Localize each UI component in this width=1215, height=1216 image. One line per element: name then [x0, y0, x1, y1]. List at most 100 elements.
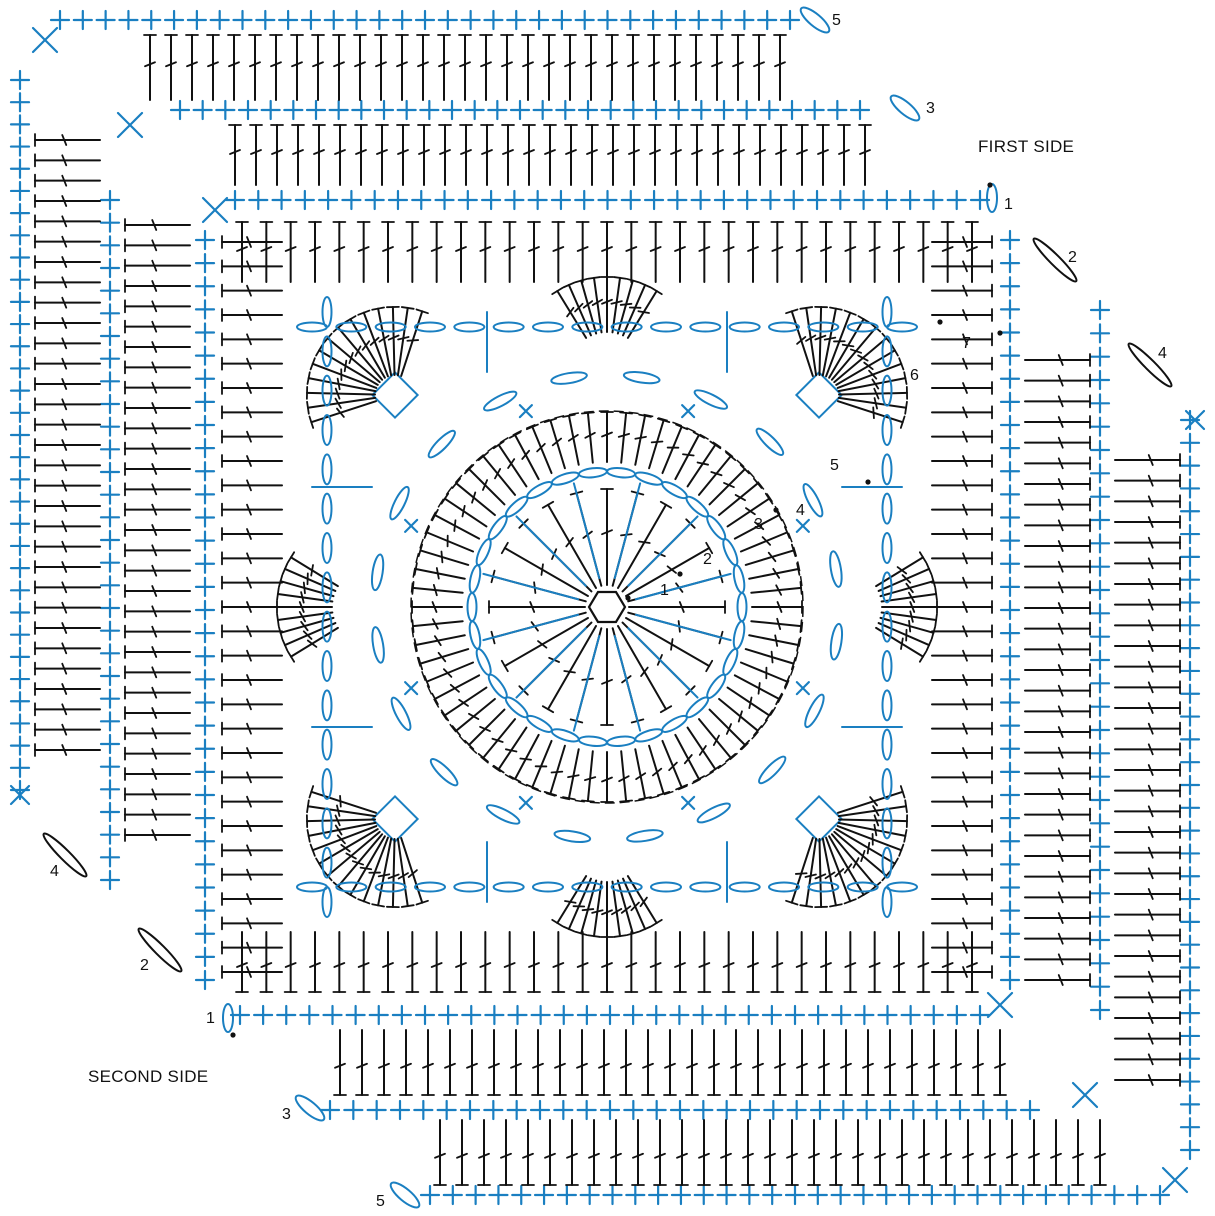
- side-fan-stitch: [638, 281, 652, 289]
- round-4-stitch: [435, 567, 440, 580]
- round-3-spoke: [572, 634, 601, 732]
- corner-fan-stitch: [415, 308, 429, 315]
- round-3-chain: [661, 481, 688, 500]
- outer-border-stitch: [418, 149, 430, 155]
- round-4-stitch: [471, 491, 477, 504]
- edge-chain: [389, 1181, 421, 1209]
- border-stitch: [479, 246, 492, 252]
- round-2-stitch: [529, 601, 536, 613]
- corner-fan-stitch: [396, 306, 409, 377]
- round-4-stitch: [443, 497, 488, 528]
- border-stitch: [893, 246, 905, 252]
- outer-border-stitch: [1057, 457, 1064, 470]
- round-4-stitch: [770, 650, 774, 664]
- corner-fan-stitch: [378, 334, 390, 343]
- border-stitch: [795, 246, 808, 252]
- round-3-chain: [468, 564, 482, 594]
- round-4-stitch: [733, 674, 780, 700]
- round-3-chain: [606, 467, 637, 479]
- border-stitch: [528, 246, 540, 252]
- side-fan-stitch: [620, 905, 632, 914]
- side-fan-stitch: [310, 564, 314, 577]
- round-4-stitch: [757, 682, 761, 695]
- side-fan-stitch: [300, 620, 309, 632]
- outer-border-stitch: [249, 61, 261, 68]
- round-4-stitch: [584, 431, 596, 439]
- corner-fan-stitch: [334, 397, 342, 409]
- corner-fan-stitch: [326, 337, 381, 384]
- round-4-stitch: [567, 433, 579, 442]
- round-7-chain: [321, 768, 333, 800]
- round-3-spoke: [634, 572, 732, 601]
- round-4-stitch: [549, 744, 566, 795]
- corner-fan-stitch: [362, 311, 389, 378]
- corner-fan-stitch: [307, 821, 377, 837]
- outer-border-stitch: [962, 1152, 974, 1159]
- border-stitch: [601, 962, 613, 968]
- border-stitch: [357, 962, 370, 968]
- outer-border-stitch: [271, 149, 283, 155]
- round-3-spoke: [634, 613, 732, 642]
- round-2-stitch: [640, 666, 649, 677]
- round-3-spoke: [627, 627, 699, 699]
- border-stitch: [309, 962, 321, 968]
- round-4-stitch: [748, 567, 800, 580]
- round-2-stitch: [503, 547, 589, 597]
- corner-fan-stitch: [790, 837, 814, 904]
- round-5-sc: [795, 518, 810, 533]
- round-2-stitch: [670, 638, 674, 651]
- border-stitch: [844, 962, 857, 968]
- round-4-stitch: [531, 425, 553, 475]
- corner-fan-stitch: [340, 843, 351, 853]
- corner-fan-stitch: [326, 830, 381, 877]
- corner-fan-stitch: [322, 870, 333, 882]
- border-stitch: [479, 962, 492, 968]
- round-4-stitch: [411, 581, 415, 595]
- round-4-stitch: [531, 739, 553, 789]
- corner-fan-stitch: [804, 873, 817, 878]
- round-4-stitch: [543, 790, 558, 797]
- round-5-sc: [518, 795, 533, 810]
- side-fan-stitch: [622, 877, 647, 931]
- round-4-stitch: [734, 494, 746, 502]
- round-4-stitch: [774, 634, 779, 647]
- border-stitch: [333, 246, 346, 252]
- outer-border-stitch: [632, 1152, 644, 1159]
- border-stitch: [962, 722, 968, 735]
- corner-fan-stitch: [362, 836, 389, 903]
- corner-fan-stitch: [898, 843, 905, 857]
- round-4-stitch: [437, 651, 447, 663]
- start-dot: [625, 595, 631, 601]
- first-side-round-5: 5: [832, 12, 841, 29]
- outer-border-stitch: [1147, 991, 1154, 1004]
- border-stitch: [868, 962, 881, 968]
- outer-border-stitch: [648, 61, 660, 68]
- corner-fan-stitch: [836, 362, 903, 389]
- side-fan-stitch: [276, 587, 280, 601]
- corner-fan-stitch: [836, 825, 903, 852]
- outer-border-stitch: [61, 744, 68, 756]
- round-4-stitch: [710, 471, 723, 477]
- round-5-chain: [696, 802, 731, 824]
- round-4-stitch: [796, 562, 801, 576]
- side-fan-stitch: [276, 613, 280, 627]
- border-stitch: [962, 284, 968, 297]
- outer-border-stitch: [1147, 474, 1154, 487]
- border-stitch: [246, 528, 252, 540]
- side-fan-stitch: [574, 930, 588, 936]
- outer-border-stitch: [1006, 1152, 1018, 1159]
- round-7-chain: [321, 532, 333, 564]
- corner-fan-stitch: [343, 359, 348, 373]
- round-7-chain: [881, 650, 893, 682]
- border-stitch: [649, 246, 662, 252]
- side-fan-stitch: [626, 290, 658, 339]
- border-stitch: [966, 246, 978, 252]
- outer-border-stitch: [334, 149, 346, 155]
- border-stitch: [962, 917, 968, 930]
- corner-fan-stitch: [334, 824, 343, 836]
- border-stitch: [893, 962, 905, 968]
- round-5-chain: [758, 755, 787, 785]
- side-fan-stitch: [587, 276, 601, 280]
- outer-border-stitch: [61, 500, 68, 512]
- outer-border-stitch: [61, 337, 68, 350]
